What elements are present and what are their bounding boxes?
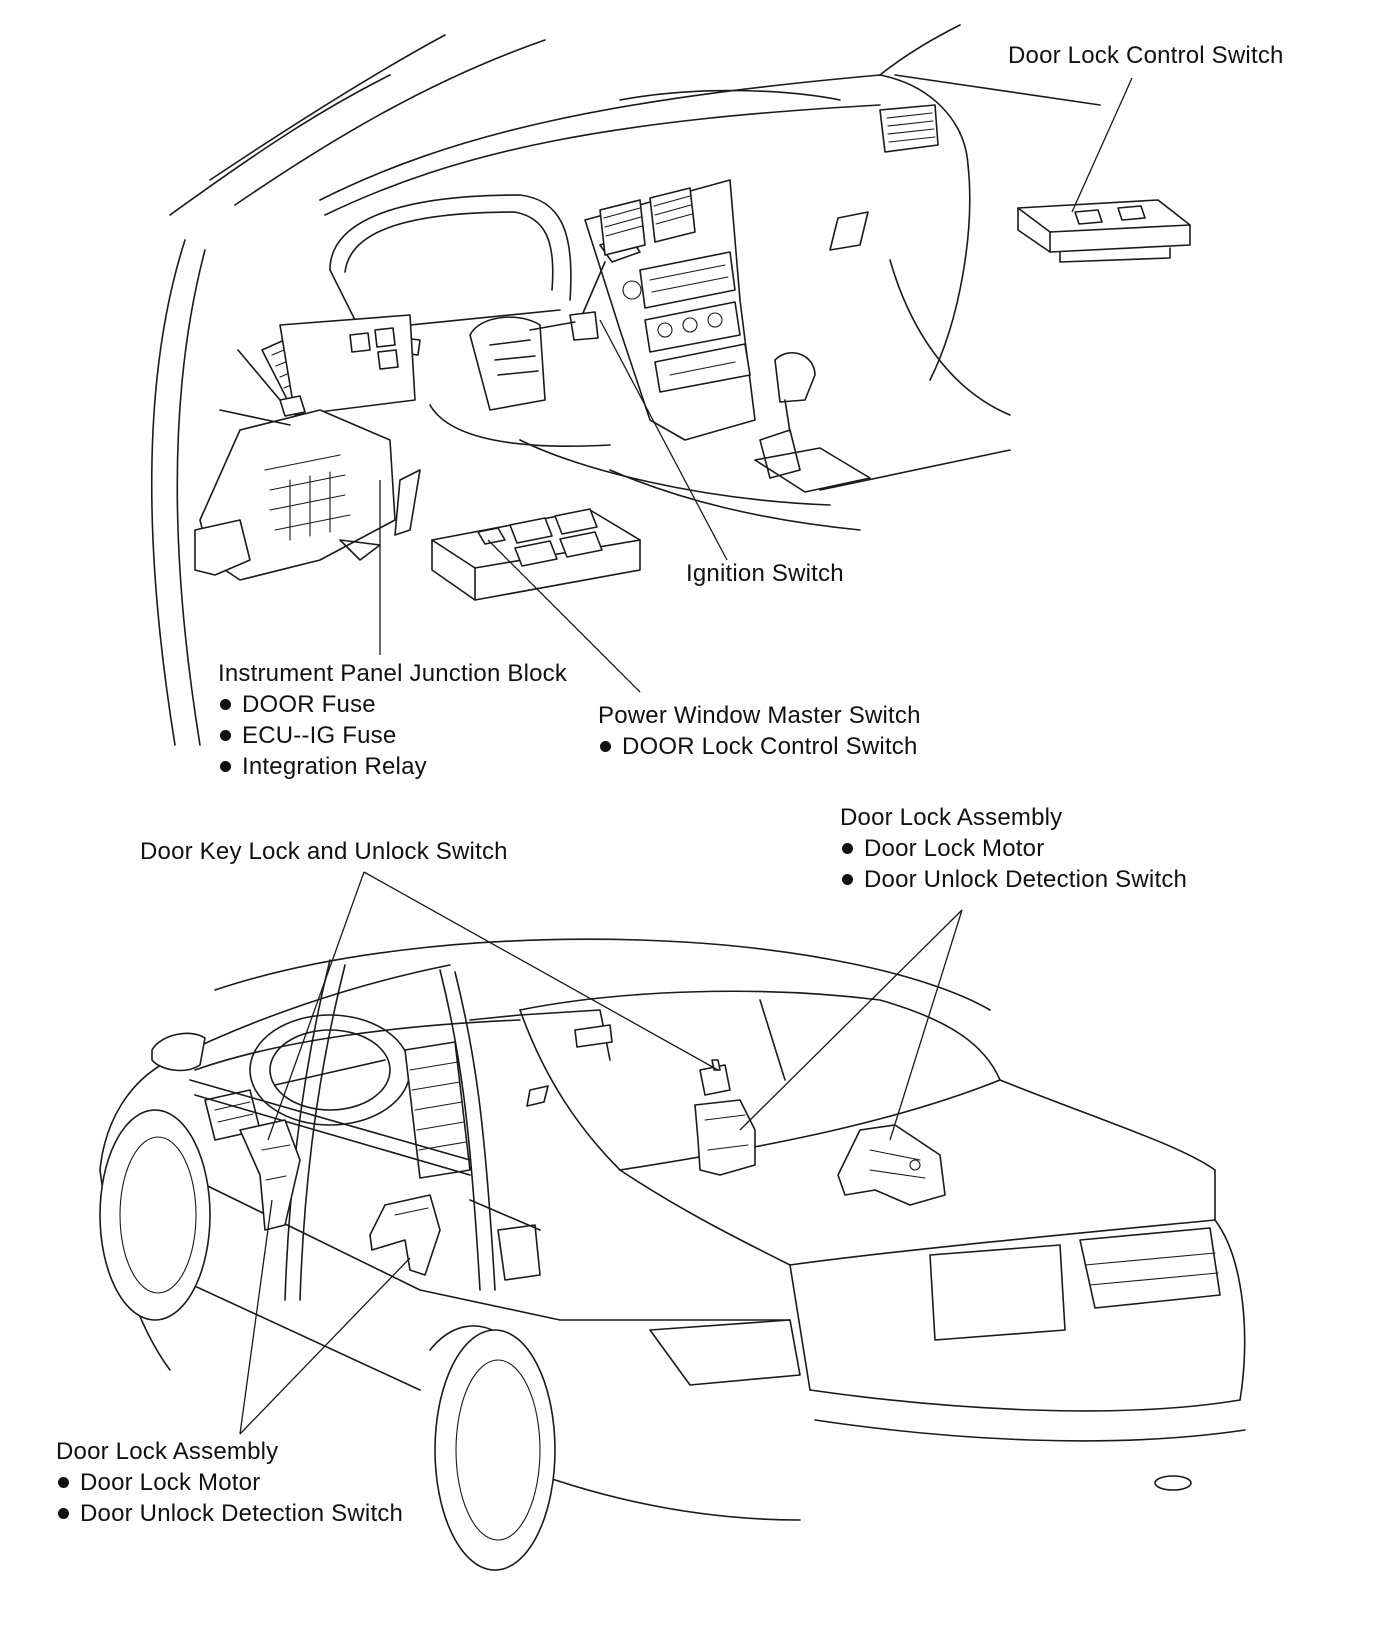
door-lock-assembly-front-label: Door Lock Assembly Door Lock Motor Door … bbox=[56, 1436, 403, 1529]
door-lock-assembly-rear-item: Door Unlock Detection Switch bbox=[840, 864, 1187, 895]
power-window-master-switch-items: DOOR Lock Control Switch bbox=[598, 731, 921, 762]
door-lock-assembly-rear-item: Door Lock Motor bbox=[840, 833, 1187, 864]
ignition-switch-label: Ignition Switch bbox=[686, 558, 844, 589]
vehicle-illustration bbox=[99, 938, 1246, 1571]
door-lock-control-switch-text: Door Lock Control Switch bbox=[1008, 42, 1284, 69]
junction-block-item: Integration Relay bbox=[218, 751, 567, 782]
door-lock-assembly-rear-title: Door Lock Assembly bbox=[840, 804, 1063, 831]
door-key-switch-label: Door Key Lock and Unlock Switch bbox=[140, 836, 508, 867]
junction-block-title: Instrument Panel Junction Block bbox=[218, 660, 568, 687]
junction-block-item: DOOR Fuse bbox=[218, 689, 567, 720]
door-lock-assembly-rear-label: Door Lock Assembly Door Lock Motor Door … bbox=[840, 802, 1187, 895]
door-key-switch-text: Door Key Lock and Unlock Switch bbox=[140, 838, 508, 865]
power-window-master-switch-title: Power Window Master Switch bbox=[598, 702, 921, 729]
door-lock-control-switch-label: Door Lock Control Switch bbox=[1008, 40, 1284, 71]
door-lock-assembly-front-item: Door Unlock Detection Switch bbox=[56, 1498, 403, 1529]
leader-lines bbox=[239, 77, 1133, 1435]
junction-block-item: ECU--IG Fuse bbox=[218, 720, 567, 751]
dashboard-illustration bbox=[151, 24, 1191, 746]
ignition-switch-text: Ignition Switch bbox=[686, 560, 844, 587]
door-lock-assembly-front-items: Door Lock Motor Door Unlock Detection Sw… bbox=[56, 1467, 403, 1529]
door-lock-assembly-rear-items: Door Lock Motor Door Unlock Detection Sw… bbox=[840, 833, 1187, 895]
power-window-master-switch-label: Power Window Master Switch DOOR Lock Con… bbox=[598, 700, 921, 762]
junction-block-items: DOOR Fuse ECU--IG Fuse Integration Relay bbox=[218, 689, 567, 782]
power-window-master-switch-item: DOOR Lock Control Switch bbox=[598, 731, 921, 762]
junction-block-label: Instrument Panel Junction Block DOOR Fus… bbox=[218, 658, 567, 782]
door-lock-assembly-front-title: Door Lock Assembly bbox=[56, 1438, 279, 1465]
door-lock-assembly-front-item: Door Lock Motor bbox=[56, 1467, 403, 1498]
